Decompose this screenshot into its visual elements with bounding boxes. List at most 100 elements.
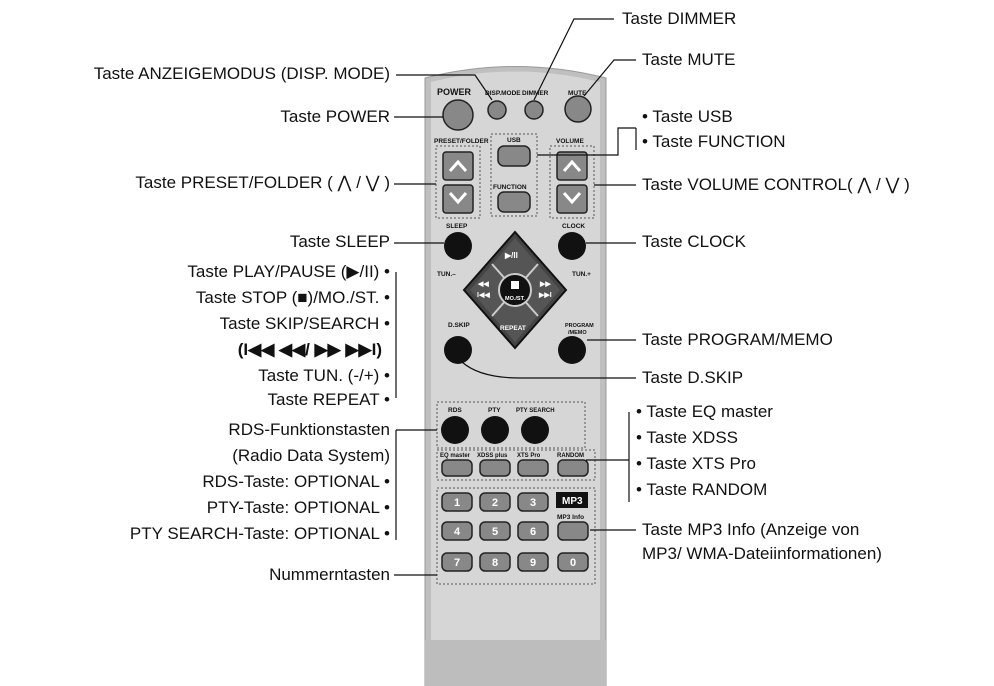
svg-text:PRESET/FOLDER: PRESET/FOLDER [434,138,489,145]
callout-skip-search: Taste SKIP/SEARCH • [219,314,390,333]
usb-button [497,145,531,167]
svg-text:MO./ST.: MO./ST. [505,296,525,302]
callout-mp3-info-2: MP3/ WMA-Dateiinformationen) [642,544,882,563]
program-memo-button [558,336,586,364]
svg-text:I◀◀: I◀◀ [477,292,490,299]
dimmer-button [524,100,544,120]
number-key-1[interactable] [441,492,473,512]
mute-button [564,95,592,123]
power-button [442,99,474,131]
dskip-button [444,336,472,364]
callout-rds-keys-sub: (Radio Data System) [232,446,390,465]
pty-button [481,416,509,444]
svg-text:RDS: RDS [448,407,462,414]
sleep-button [444,232,472,260]
callout-dimmer: Taste DIMMER [622,9,737,28]
svg-text:MP3 Info: MP3 Info [557,514,584,521]
callout-pty-optional: PTY-Taste: OPTIONAL • [206,498,390,517]
svg-text:REPEAT: REPEAT [500,325,526,332]
callout-clock: Taste CLOCK [642,232,746,251]
number-key-4[interactable] [441,521,473,541]
stop-button [498,273,532,307]
random-button [557,459,589,477]
leader-lines [394,18,637,576]
volume-up-button [556,151,588,181]
pty-search-button [521,416,549,444]
clock-button [558,232,586,260]
svg-text:FUNCTION: FUNCTION [493,184,527,191]
preset-down-button [442,184,474,214]
mp3-info-button [557,521,589,541]
number-key-9[interactable] [517,552,549,572]
svg-text:VOLUME: VOLUME [556,138,584,145]
svg-text:PTY SEARCH: PTY SEARCH [516,408,555,414]
preset-up-button [442,151,474,181]
number-key-label: 6 [530,526,536,538]
xdss-button [479,459,511,477]
callout-repeat: Taste REPEAT • [267,390,390,409]
svg-text:RANDOM: RANDOM [557,453,584,459]
svg-text:TUN.–: TUN.– [437,271,456,278]
rds-button [441,416,469,444]
svg-text:PTY: PTY [488,407,501,414]
number-key-label: 9 [530,557,536,569]
callout-dskip: Taste D.SKIP [642,368,744,387]
svg-text:XTS Pro: XTS Pro [517,453,541,459]
callout-skip-symbols: (I◀◀ ◀◀/ ▶▶ ▶▶I) [237,340,382,359]
callout-rds-optional: RDS-Taste: OPTIONAL • [202,472,390,491]
number-key-0[interactable] [557,552,589,572]
svg-text:MUTE: MUTE [568,90,587,97]
eq-master-button [441,459,473,477]
svg-text:EQ master: EQ master [440,453,471,459]
disp-mode-button [487,100,507,120]
number-key-5[interactable] [479,521,511,541]
callout-numbers: Nummerntasten [269,565,390,584]
callout-preset-folder: Taste PRESET/FOLDER ( ⋀ / ⋁ ) [135,173,390,192]
callout-xdss: • Taste XDSS [636,428,739,447]
callout-anzeigemodus: Taste ANZEIGEMODUS (DISP. MODE) [93,64,390,83]
svg-text:USB: USB [507,137,521,144]
callout-function: • Taste FUNCTION [642,132,786,151]
number-key-label: 1 [454,497,460,509]
number-key-label: 3 [530,497,536,509]
callout-power: Taste POWER [280,107,390,126]
number-key-6[interactable] [517,521,549,541]
number-key-label: 5 [492,526,498,538]
volume-down-button [556,184,588,214]
svg-text:DIMMER: DIMMER [522,90,549,97]
number-key-2[interactable] [479,492,511,512]
svg-text:POWER: POWER [437,87,472,97]
callout-rds-keys: RDS-Funktionstasten [228,420,390,439]
callout-pty-search-optional: PTY SEARCH-Taste: OPTIONAL • [129,524,390,543]
number-key-label: 7 [454,557,460,569]
svg-text:/MEMO: /MEMO [568,330,587,336]
number-key-label: 8 [492,557,498,569]
callout-program-memo: Taste PROGRAM/MEMO [642,330,833,349]
callout-play-pause: Taste PLAY/PAUSE (▶/II) • [187,262,390,281]
callout-random: • Taste RANDOM [636,480,768,499]
navigation-pad: MO./ST. ▶/II REPEAT ◀◀ I◀◀ ▶▶ ▶▶I [462,230,568,350]
function-button [497,191,531,213]
svg-text:XDSS plus: XDSS plus [477,453,508,459]
svg-text:PROGRAM: PROGRAM [565,323,594,329]
callout-xts-pro: • Taste XTS Pro [636,454,756,473]
number-key-7[interactable] [441,552,473,572]
callout-sleep: Taste SLEEP [289,232,390,251]
svg-text:D.SKIP: D.SKIP [448,322,470,329]
callout-mp3-info: Taste MP3 Info (Anzeige von [642,520,860,539]
number-key-3[interactable] [517,492,549,512]
number-key-label: 0 [570,557,576,569]
svg-text:DISP.MODE: DISP.MODE [485,90,521,97]
svg-text:◀◀: ◀◀ [477,281,489,288]
number-key-8[interactable] [479,552,511,572]
callout-volume-control: Taste VOLUME CONTROL( ⋀ / ⋁ ) [642,175,910,194]
svg-text:MP3: MP3 [562,496,583,507]
callout-tun: Taste TUN. (-/+) • [258,366,390,385]
callout-eq-master: • Taste EQ master [636,402,773,421]
svg-text:TUN.+: TUN.+ [572,271,591,278]
svg-text:▶▶I: ▶▶I [538,292,552,299]
number-key-label: 4 [454,526,461,538]
